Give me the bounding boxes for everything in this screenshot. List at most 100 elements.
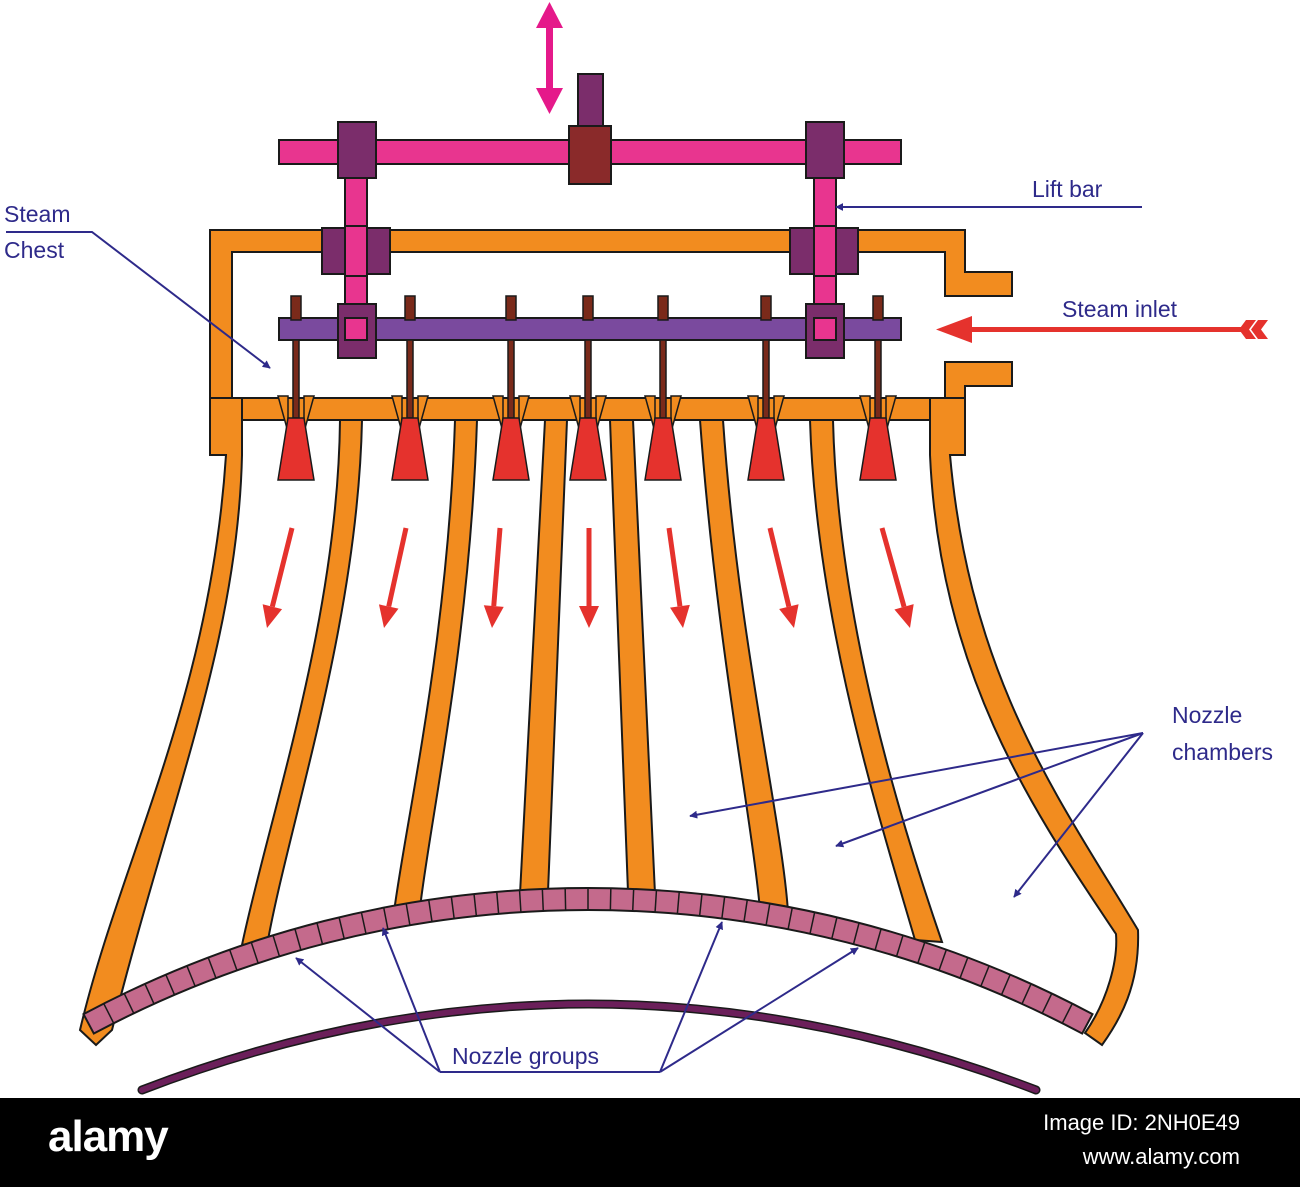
valve-seat-left: [644, 395, 656, 433]
nozzle-chambers-label-line1: Nozzle: [1172, 702, 1242, 728]
nozzle-chambers-label-line2: chambers: [1172, 739, 1273, 765]
nozzle-ring-division: [980, 965, 990, 987]
nozzle-valve-4: [569, 295, 607, 481]
nozzle-ring-division: [272, 935, 281, 957]
valve-seat-right: [885, 395, 897, 433]
nozzle-ring-division: [123, 993, 135, 1014]
nozzle-ring-division: [631, 888, 635, 911]
flow-arrow-head: [579, 606, 599, 628]
valve-spindle-top: [760, 295, 772, 321]
chamber-wall-6: [808, 419, 944, 944]
valve-seat-left: [569, 395, 581, 433]
steam-inlet-arrow: [936, 316, 1268, 343]
nozzle-cone: [391, 417, 429, 481]
nozzle-ring-division: [103, 1003, 115, 1024]
nozzle-ring-division: [787, 907, 794, 930]
steam-turbine-nozzle-governing-diagram: Steam Chest Lift bar Steam inlet Nozzle …: [4, 2, 1273, 1095]
nozzle-groups-leader-4: [659, 947, 859, 1073]
nozzle-cone: [569, 417, 607, 481]
nozzle-ring-division: [144, 983, 155, 1005]
lift-bar-label: Lift bar: [1032, 176, 1103, 202]
steam-chest-label-line2: Chest: [4, 237, 65, 263]
valve-seat-left: [859, 395, 871, 433]
nozzle-ring-division: [698, 893, 703, 917]
nozzle-chambers-leader-3: [1013, 732, 1144, 898]
nozzle-ring-division: [852, 922, 860, 945]
nozzle-groups-ring: [82, 887, 1094, 1035]
nozzle-valve-2: [391, 295, 429, 481]
lift-direction-arrow: [536, 2, 563, 114]
chamber-wall-5: [698, 419, 790, 914]
flow-arrow-2: [378, 527, 409, 628]
nozzle-ring-division: [809, 912, 816, 934]
nozzle-ring-division: [541, 888, 545, 911]
nozzle-ring-division: [165, 974, 176, 996]
steam-inlet-label: Steam inlet: [1062, 296, 1178, 322]
nozzle-ring-division: [654, 890, 658, 913]
outer-right-wall: [929, 397, 1140, 1047]
nozzle-ring-division: [765, 903, 771, 926]
nozzle-valve-3: [492, 295, 530, 481]
valve-spindle-top: [505, 295, 517, 321]
nozzle-chambers-leader-2: [835, 732, 1144, 848]
flow-arrow-head: [378, 604, 399, 628]
nozzle-ring-band: [82, 887, 1094, 1035]
valve-seat-right: [518, 395, 530, 433]
nozzle-ring-division: [743, 899, 749, 922]
flow-arrow-shaft: [767, 527, 792, 608]
nozzle-valve-7: [859, 295, 897, 481]
nozzle-ring-division: [874, 928, 882, 951]
nozzle-ring-division: [207, 957, 217, 979]
nozzle-valve-1: [277, 295, 315, 481]
nozzle-ring-division: [294, 928, 302, 951]
nozzle-ring-division: [338, 917, 345, 939]
chamber-wall-3: [518, 419, 569, 896]
flow-arrow-head: [894, 604, 914, 628]
flow-arrow-1: [262, 527, 295, 628]
valve-seat-right: [417, 395, 429, 433]
nozzle-ring-division: [473, 893, 478, 917]
valve-spindle: [659, 339, 667, 419]
nozzle-ring-division: [938, 949, 948, 971]
nozzle-ring-division: [1000, 974, 1011, 996]
valve-seat-right: [595, 395, 607, 433]
nozzle-chambers-leader-1: [689, 732, 1144, 819]
valve-spindle-top: [657, 295, 669, 321]
nozzle-ring-division: [959, 957, 969, 979]
valve-spindle: [507, 339, 515, 419]
nozzle-cone: [492, 417, 530, 481]
nozzle-ring-division: [895, 935, 904, 957]
nozzle-ring-division: [1061, 1003, 1073, 1024]
nozzle-ring-division: [228, 949, 238, 971]
watermark-brand: alamy: [48, 1112, 169, 1161]
flow-arrow-head: [262, 604, 283, 628]
nozzle-ring-division: [382, 907, 389, 930]
flow-arrow-shaft: [666, 527, 683, 607]
nozzle-ring-division: [917, 942, 926, 964]
flow-arrow-shaft: [879, 527, 907, 608]
nozzle-ring-division: [518, 890, 522, 913]
steam-chest-leader: [6, 231, 271, 369]
nozzle-ring-division: [496, 891, 500, 914]
valve-spindle: [762, 339, 770, 419]
left-top-nut: [337, 121, 377, 179]
flow-arrow-shaft: [491, 527, 503, 607]
nozzle-ring-division: [316, 922, 324, 945]
nozzle-cone: [859, 417, 897, 481]
steam-flow-arrows: [262, 527, 914, 628]
nozzle-ring-division: [1021, 983, 1032, 1005]
nozzle-cone: [277, 417, 315, 481]
valve-seat-left: [277, 395, 289, 433]
valve-spindle: [584, 339, 592, 419]
chamber-wall-2: [392, 419, 479, 914]
nozzle-ring-division: [831, 917, 838, 939]
nozzle-ring-division: [721, 896, 726, 919]
flow-arrow-shaft: [386, 527, 409, 608]
nozzle-groups-leader-1: [295, 957, 441, 1073]
nozzle-chamber-walls: [78, 397, 1140, 1047]
leader-lines: [6, 203, 1144, 1073]
nozzle-ring-division: [450, 896, 455, 919]
valve-spindle-top: [404, 295, 416, 321]
watermark-site: www.alamy.com: [1082, 1144, 1240, 1169]
right-top-nut: [805, 121, 845, 179]
